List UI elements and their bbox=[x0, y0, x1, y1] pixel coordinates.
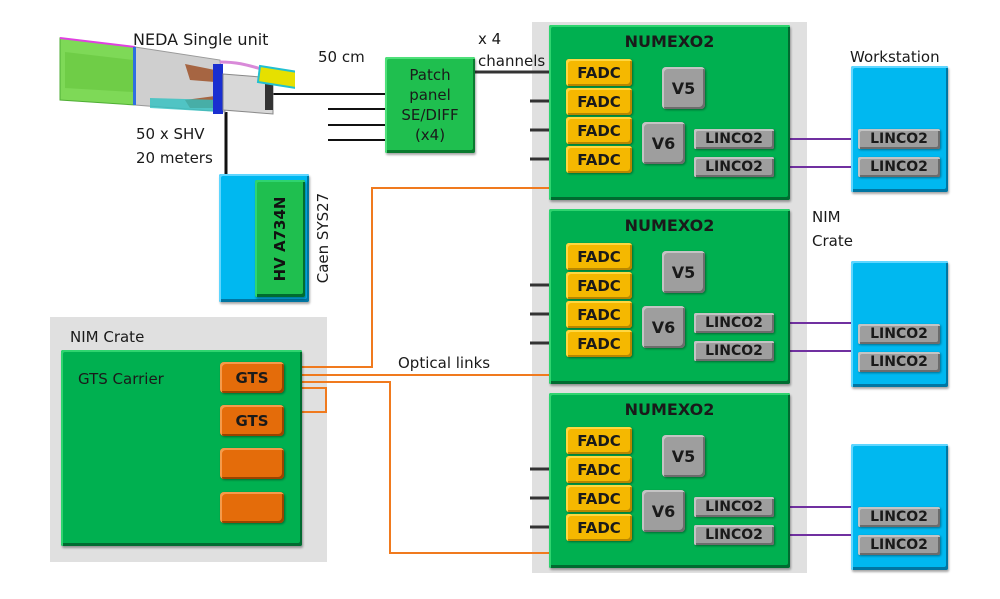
workstation-linco2-card[interactable]: LINCO2 bbox=[858, 352, 940, 372]
empty-gts-slot[interactable] bbox=[220, 448, 284, 479]
empty-gts-slot[interactable] bbox=[220, 492, 284, 523]
patch-panel-line: Patch bbox=[409, 66, 451, 84]
linco2-card[interactable]: LINCO2 bbox=[694, 341, 774, 361]
gts-module[interactable]: GTS bbox=[220, 405, 284, 436]
linco2-card[interactable]: LINCO2 bbox=[694, 129, 774, 149]
shv-length-label: 20 meters bbox=[136, 149, 213, 167]
linco2-card[interactable]: LINCO2 bbox=[694, 497, 774, 517]
v6-fpga[interactable]: V6 bbox=[642, 490, 685, 532]
workstation-linco2-card[interactable]: LINCO2 bbox=[858, 507, 940, 527]
patch-panel-line: SE/DIFF bbox=[401, 106, 459, 124]
fadc-module[interactable]: FADC bbox=[566, 146, 632, 173]
patch-panel[interactable]: Patch panel SE/DIFF (x4) bbox=[385, 57, 475, 153]
shv-count-label: 50 x SHV bbox=[136, 125, 205, 143]
v5-fpga[interactable]: V5 bbox=[662, 435, 705, 477]
gts-loopback-link bbox=[285, 387, 327, 413]
board-title: NUMEXO2 bbox=[624, 216, 715, 235]
channel-multiplier-label: x 4 bbox=[478, 30, 502, 48]
linco2-card[interactable]: LINCO2 bbox=[694, 157, 774, 177]
optical-link-3 bbox=[285, 381, 565, 554]
v5-fpga[interactable]: V5 bbox=[662, 251, 705, 293]
fadc-module[interactable]: FADC bbox=[566, 272, 632, 299]
patch-panel-line: panel bbox=[409, 86, 451, 104]
hv-crate-label: Caen SYS27 bbox=[314, 192, 332, 284]
pmt-base bbox=[222, 73, 274, 115]
v6-fpga[interactable]: V6 bbox=[642, 122, 685, 164]
gts-crate-label: NIM Crate bbox=[70, 328, 145, 346]
fadc-module[interactable]: FADC bbox=[566, 301, 632, 328]
hv-module[interactable]: HV A734N bbox=[255, 180, 305, 297]
fadc-module[interactable]: FADC bbox=[566, 330, 632, 357]
fadc-module[interactable]: FADC bbox=[566, 485, 632, 512]
fadc-module[interactable]: FADC bbox=[566, 59, 632, 86]
fadc-module[interactable]: FADC bbox=[566, 243, 632, 270]
workstation-linco2-card[interactable]: LINCO2 bbox=[858, 535, 940, 555]
channels-label: channels bbox=[478, 52, 546, 70]
fadc-module[interactable]: FADC bbox=[566, 117, 632, 144]
gts-module[interactable]: GTS bbox=[220, 362, 284, 393]
fadc-module[interactable]: FADC bbox=[566, 514, 632, 541]
board-title: NUMEXO2 bbox=[624, 32, 715, 51]
fadc-module[interactable]: FADC bbox=[566, 427, 632, 454]
optical-links-label: Optical links bbox=[398, 354, 491, 372]
neda-detector-drawing bbox=[59, 37, 295, 115]
board-title: NUMEXO2 bbox=[624, 400, 715, 419]
hv-module-label: HV A734N bbox=[271, 196, 289, 281]
linco2-card[interactable]: LINCO2 bbox=[694, 525, 774, 545]
linco2-card[interactable]: LINCO2 bbox=[694, 313, 774, 333]
workstation-linco2-card[interactable]: LINCO2 bbox=[858, 157, 940, 177]
v5-fpga[interactable]: V5 bbox=[662, 67, 705, 109]
patch-panel-line: (x4) bbox=[414, 126, 446, 144]
workstation-linco2-card[interactable]: LINCO2 bbox=[858, 129, 940, 149]
gts-carrier-label: GTS Carrier bbox=[78, 370, 164, 388]
preamp bbox=[256, 64, 295, 89]
fadc-module[interactable]: FADC bbox=[566, 88, 632, 115]
fadc-module[interactable]: FADC bbox=[566, 456, 632, 483]
optical-link-1 bbox=[285, 187, 565, 368]
v6-fpga[interactable]: V6 bbox=[642, 306, 685, 348]
workstation-linco2-card[interactable]: LINCO2 bbox=[858, 324, 940, 344]
nim-crate-label-line2: Crate bbox=[812, 232, 853, 250]
nim-crate-label-line1: NIM bbox=[812, 208, 841, 226]
detector-label: NEDA Single unit bbox=[133, 30, 269, 49]
workstation-label: Workstation bbox=[850, 48, 940, 66]
cable-length-label: 50 cm bbox=[318, 48, 365, 66]
